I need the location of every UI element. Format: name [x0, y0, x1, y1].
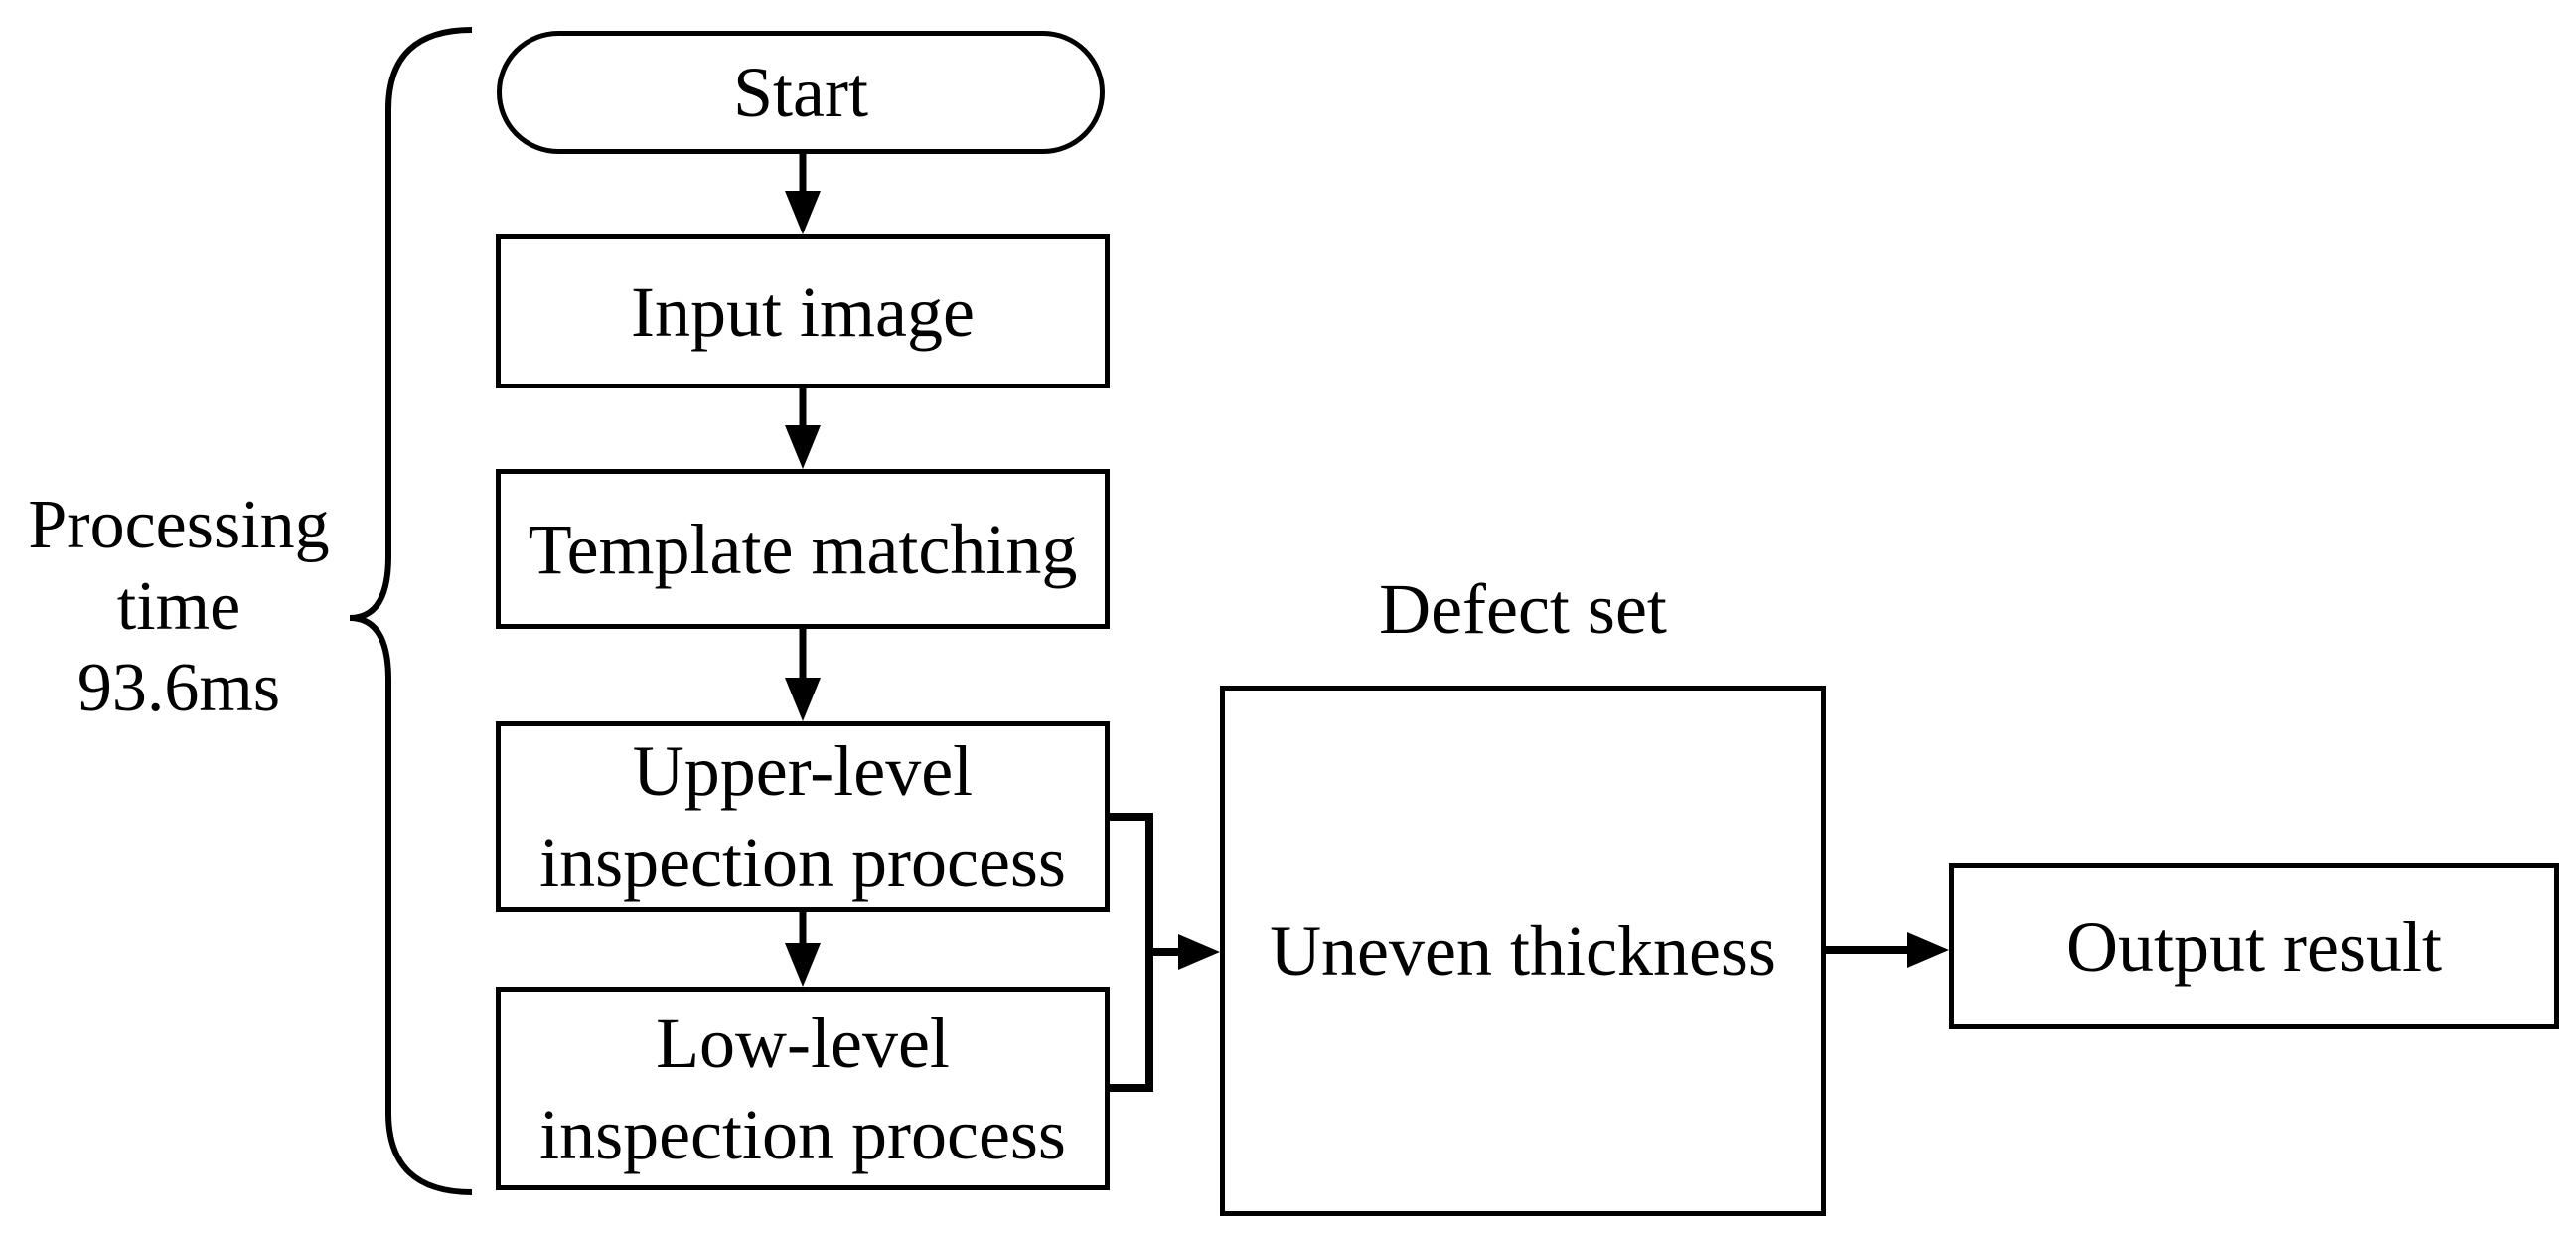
low-level-line1: Low-level [656, 1002, 950, 1083]
low-level-node: Low-level inspection process [496, 987, 1110, 1190]
arrow-bracket-to-uneven [1149, 934, 1220, 970]
processing-time-line2: time [116, 568, 241, 645]
template-matching-label: Template matching [528, 509, 1078, 589]
output-result-node: Output result [1949, 863, 2559, 1029]
low-level-line2: inspection process [539, 1094, 1066, 1174]
start-node: Start [497, 31, 1105, 154]
uneven-thickness-label: Uneven thickness [1270, 911, 1776, 991]
arrow-uneven-to-output [1826, 932, 1949, 968]
template-matching-node: Template matching [496, 469, 1110, 629]
merge-bracket [1107, 813, 1153, 1092]
defect-set-label: Defect set [1379, 569, 1667, 649]
output-result-label: Output result [2066, 906, 2442, 987]
processing-time-label: Processing time 93.6ms [0, 485, 358, 729]
uneven-thickness-node: Uneven thickness [1220, 686, 1826, 1216]
arrow-input-to-template [785, 385, 821, 469]
processing-time-line3: 93.6ms [76, 650, 281, 726]
arrow-template-to-upper [785, 626, 821, 721]
input-image-node: Input image [496, 234, 1110, 388]
start-node-label: Start [733, 53, 868, 132]
arrow-start-to-input [785, 151, 821, 234]
arrow-upper-to-low [785, 909, 821, 987]
upper-level-line2: inspection process [539, 823, 1066, 902]
input-image-label: Input image [631, 271, 975, 352]
upper-level-line1: Upper-level [632, 731, 974, 811]
processing-time-brace [349, 27, 473, 1195]
processing-time-line1: Processing [28, 487, 330, 563]
upper-level-node: Upper-level inspection process [496, 721, 1110, 912]
